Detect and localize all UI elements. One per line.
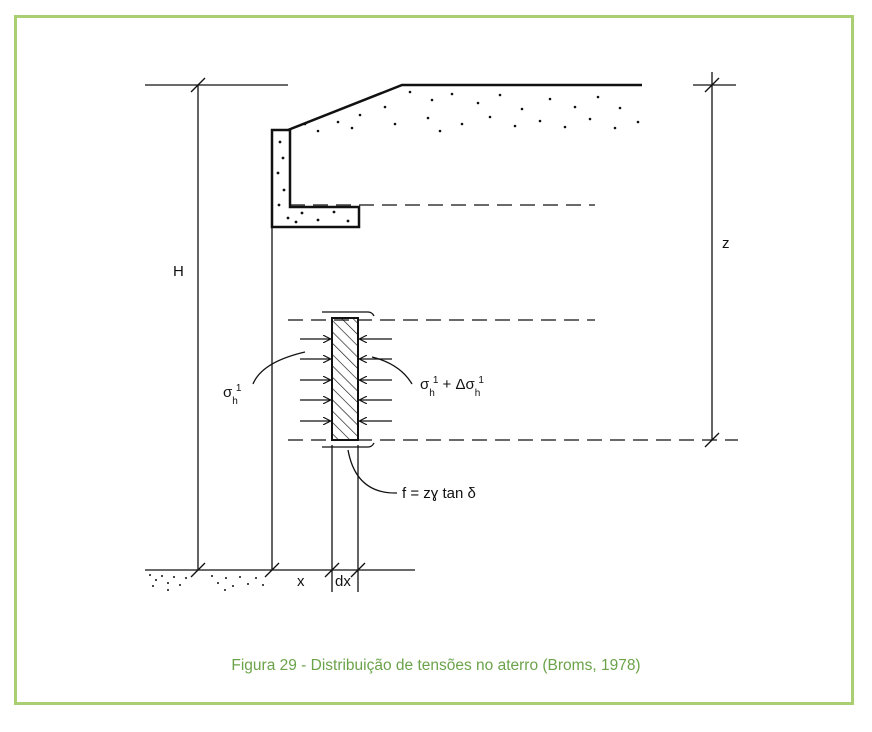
label-friction: f = zɣ tan δ — [402, 485, 476, 502]
label-sigma-right: σh1 + Δσh1 — [420, 375, 484, 399]
sigma-left-leader — [252, 351, 306, 385]
retaining-wall — [270, 128, 361, 229]
z-dimension — [693, 72, 736, 448]
backfill-surface — [287, 83, 642, 133]
ground-line — [145, 569, 415, 591]
stress-arrows — [300, 339, 392, 421]
label-sigma-left: σh1 — [223, 383, 242, 407]
soil-element — [322, 311, 375, 448]
label-H: H — [173, 263, 184, 280]
label-z: z — [722, 235, 730, 252]
friction-leader — [347, 449, 398, 494]
sigma-right-leader — [371, 356, 413, 385]
figure-caption: Figura 29 - Distribuição de tensões no a… — [231, 657, 640, 674]
label-dx: dx — [335, 573, 351, 590]
figure-frame — [14, 15, 854, 705]
label-x: x — [297, 573, 305, 590]
